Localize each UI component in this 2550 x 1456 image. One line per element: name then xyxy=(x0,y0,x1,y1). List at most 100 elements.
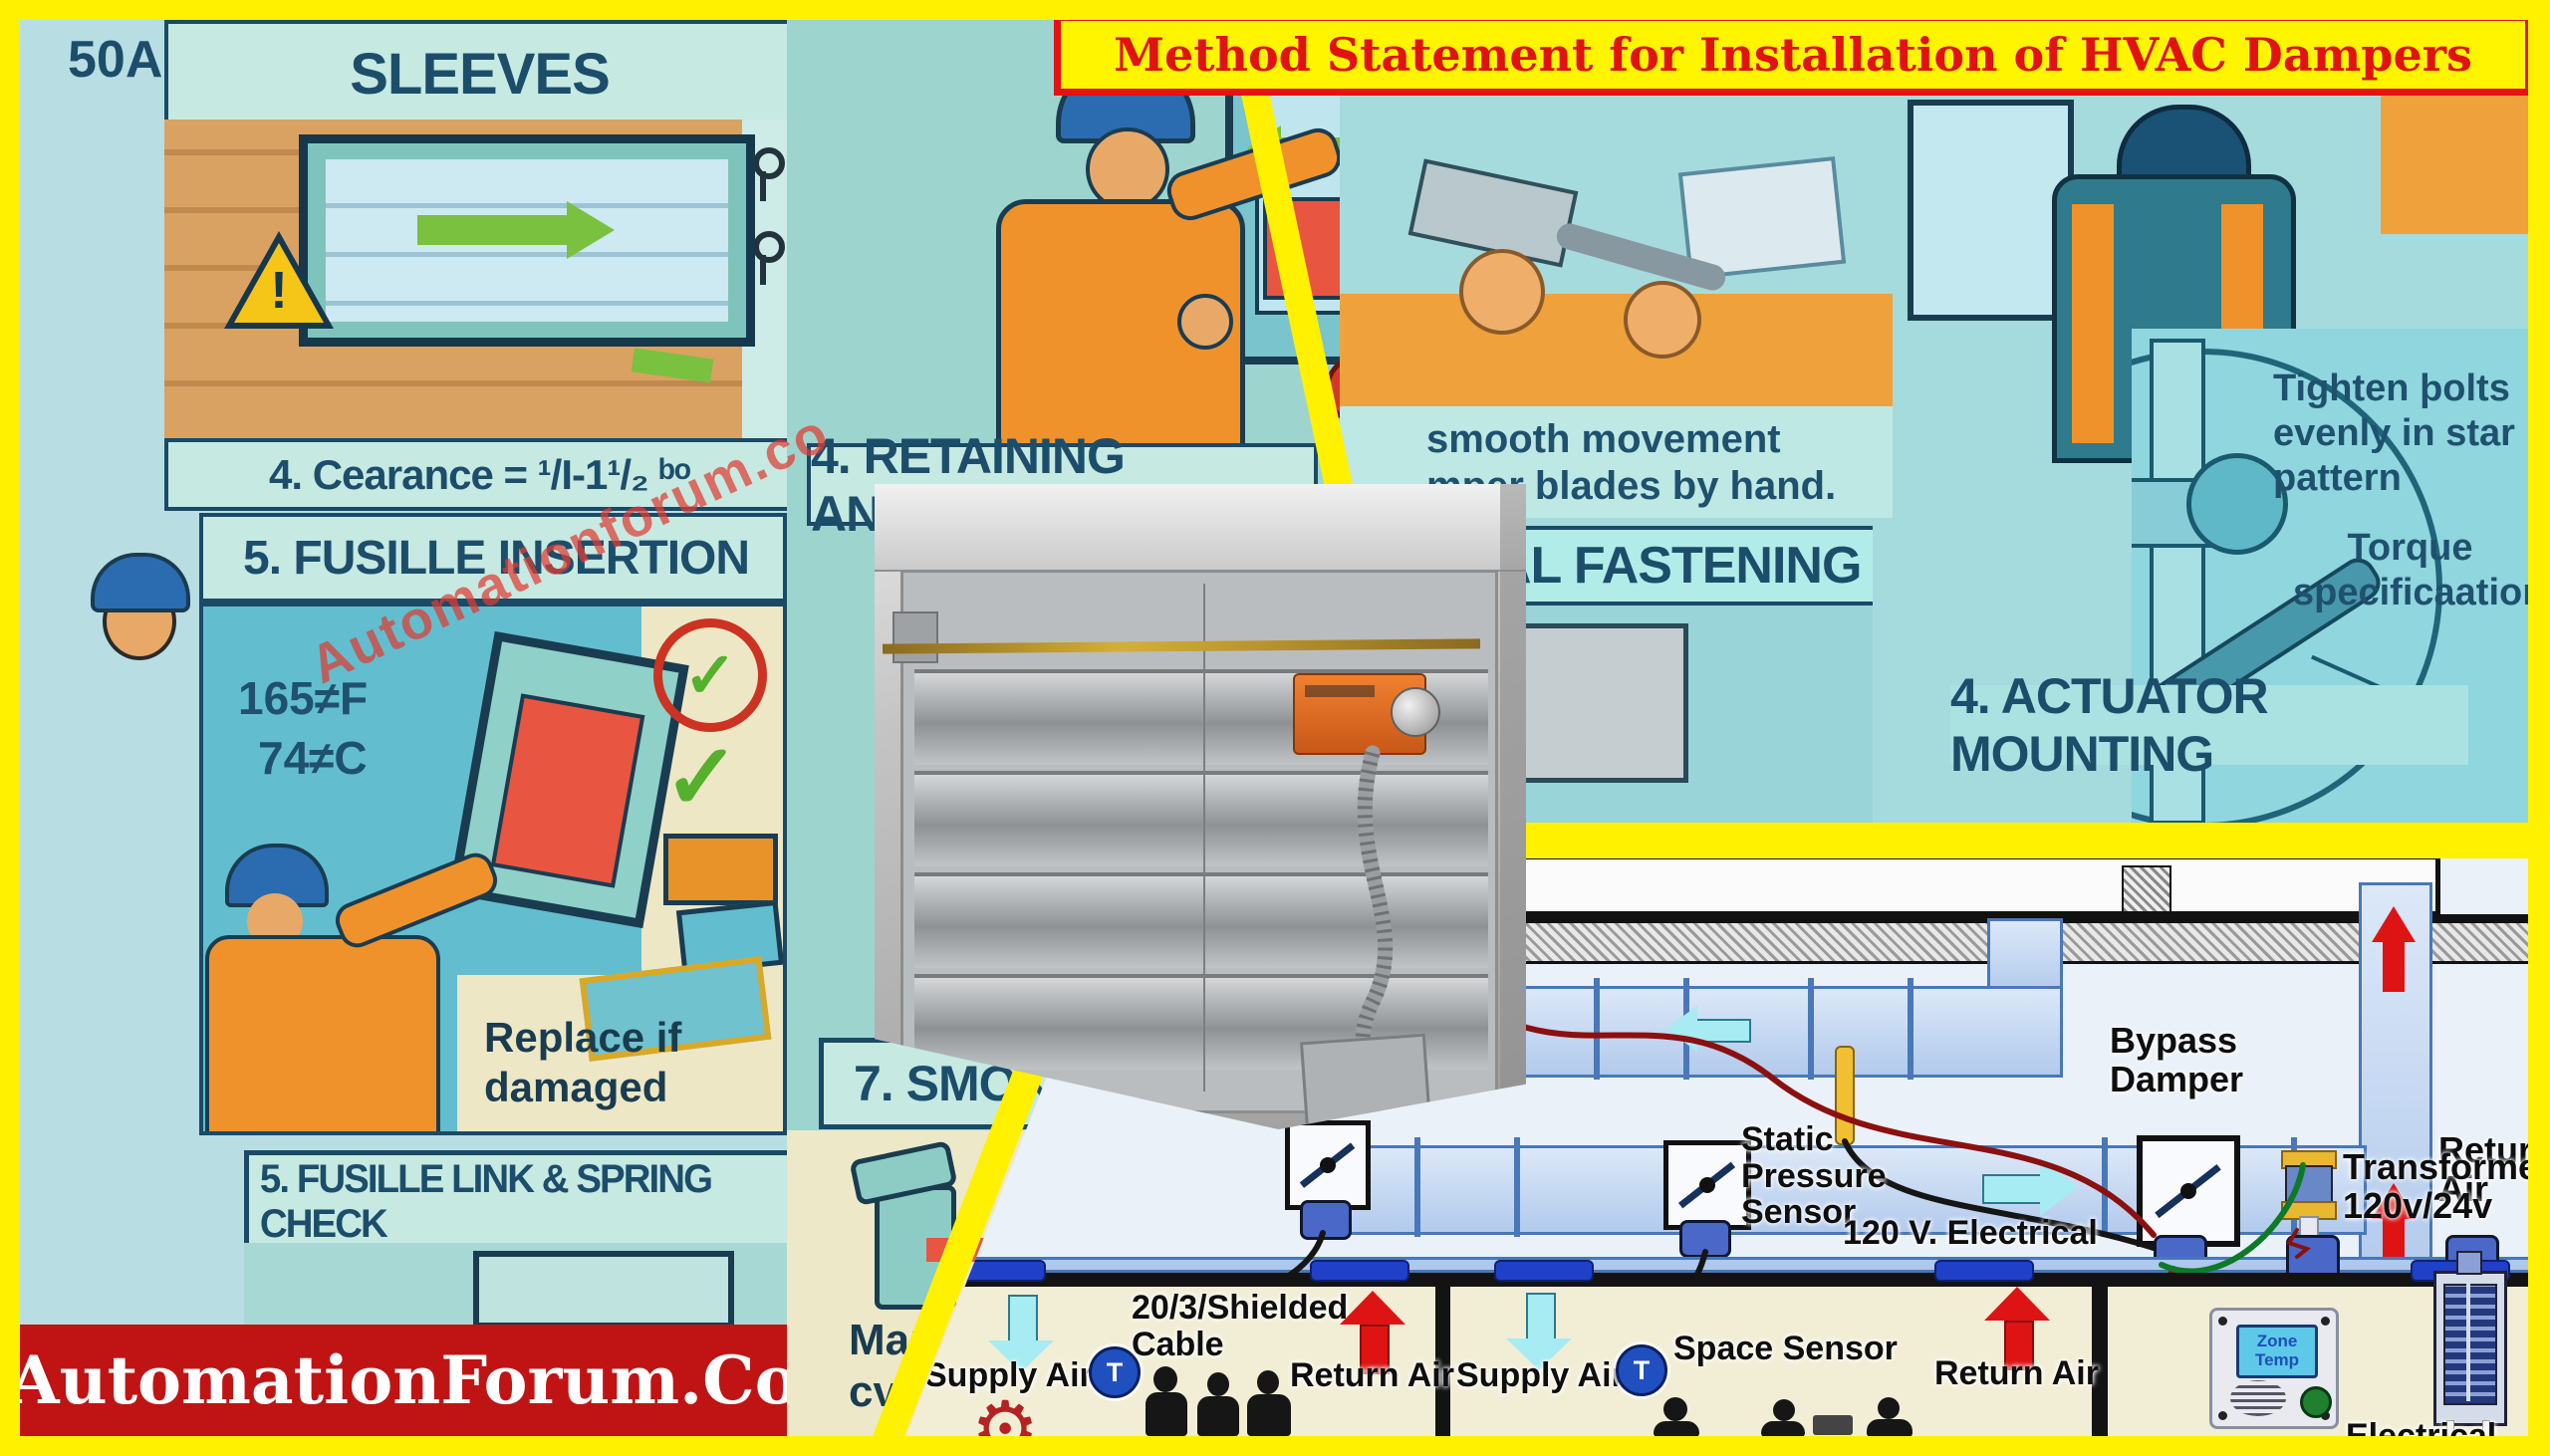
fastening-header: AL FASTENING xyxy=(1494,537,1862,595)
person-body xyxy=(1197,1396,1239,1436)
thermostat-sensor-t: T xyxy=(1089,1346,1141,1398)
frame-bottom xyxy=(0,1436,2550,1456)
room-divider-wall xyxy=(2092,1273,2108,1436)
fusille-link-header-band: 5. FUSILLE LINK & SPRING CHECK xyxy=(244,1150,797,1253)
red-wire xyxy=(1436,969,2157,1238)
flange-tick xyxy=(1594,978,1600,1080)
damper-product-photo xyxy=(875,484,1526,1129)
ceiling-line xyxy=(906,914,2530,920)
person-body xyxy=(1654,1421,1699,1436)
arrow-shaft xyxy=(2383,942,2405,992)
fastening-illustration xyxy=(1482,606,1873,827)
jackshaft-bracket xyxy=(892,611,938,663)
ceiling-wall-bar xyxy=(906,1273,2530,1287)
arrow-head xyxy=(2372,906,2416,942)
zone-thermostat: Zone Temp xyxy=(2209,1308,2339,1429)
flange-tick xyxy=(2102,1137,2108,1237)
frame-top xyxy=(0,0,2550,20)
sensor-t-letter: T xyxy=(1633,1354,1651,1385)
panel-center-seam xyxy=(1203,584,1205,1092)
arrow-shaft xyxy=(2004,1321,2034,1370)
actuator-header-band: 4. ACTUATOR MOUNTING xyxy=(1950,668,2468,782)
person-head xyxy=(1663,1397,1687,1421)
return-up-arrow-icon xyxy=(2372,1183,2416,1271)
left-flow-arrow-icon xyxy=(1665,1006,1751,1052)
brand-name: AutomationForum.Co xyxy=(8,1341,799,1419)
hook-icon xyxy=(760,255,766,285)
electrical-partial-label: Electrical xyxy=(2346,1417,2497,1436)
actuator-header: 4. ACTUATOR MOUNTING xyxy=(1950,668,2269,782)
ahu-filter xyxy=(2122,865,2171,913)
frame-right xyxy=(2528,0,2550,1456)
check-icon: ✓ xyxy=(683,638,737,711)
actuator-knob xyxy=(1391,687,1440,737)
return-air-duct-label: Return Air xyxy=(2438,1129,2530,1209)
thermostat-screen: Zone Temp xyxy=(2236,1325,2318,1378)
damper-blade-strip xyxy=(914,771,1488,866)
actuator-label-strip xyxy=(1305,685,1375,697)
shielded-cable-label: 20/3/Shielded Cable xyxy=(1132,1289,1349,1363)
sleeves-illustration: ! xyxy=(164,120,787,438)
person-head xyxy=(1153,1366,1177,1392)
return-up-arrow-icon xyxy=(1340,1291,1405,1374)
spring-check-strip xyxy=(244,1243,787,1329)
green-button xyxy=(2300,1386,2332,1418)
screw-dot xyxy=(2321,1317,2330,1326)
space-sensor-label: Space Sensor xyxy=(1673,1330,1898,1367)
room2-return-label: Return Air xyxy=(1934,1354,2099,1392)
supply-down-arrow-icon xyxy=(1506,1293,1572,1372)
fusille-illustration: 165≠F 74≠C ✓ ✓ Replace if damaged xyxy=(199,603,787,1135)
clearance-caption: 4. Cearance = ¹/Ɩ-1¹/₂ ᵇᵒ xyxy=(269,450,691,498)
title-banner: Method Statement for Installation of HVA… xyxy=(1054,14,2532,96)
person-head xyxy=(1207,1372,1229,1396)
brand-banner: AutomationForum.Co xyxy=(8,1325,799,1436)
laptop-shape xyxy=(1813,1415,1853,1435)
arrow-shaft xyxy=(1982,1174,2042,1204)
return-register xyxy=(1934,1260,2034,1282)
temp-fahrenheit: 165≠F xyxy=(238,672,369,724)
pointing-hand xyxy=(1177,294,1233,350)
sleeves-header-label: SLEEVES xyxy=(350,41,611,107)
photo-right-shade xyxy=(1500,484,1526,1129)
hook-icon xyxy=(753,147,785,179)
damper-pivot xyxy=(2180,1183,2196,1199)
damper-actuator-1 xyxy=(1300,1200,1352,1240)
fusille-header-label: 5. FUSILLE INSERTION xyxy=(243,531,750,585)
screw-dot xyxy=(2321,1411,2330,1420)
transformer-label: Transformer 120v/24v xyxy=(2343,1146,2530,1226)
clearance-caption-bar: 4. Cearance = ¹/Ɩ-1¹/₂ ᵇᵒ xyxy=(164,438,795,511)
green-wire xyxy=(2159,1162,2306,1275)
people-silhouette-group xyxy=(1146,1366,1295,1436)
red-wire xyxy=(2285,1228,2312,1259)
space-sensor-t: T xyxy=(1616,1344,1667,1396)
worker-vest xyxy=(205,935,440,1131)
riser-duct xyxy=(1987,918,2063,996)
sleeve-opening xyxy=(299,134,755,347)
return-register xyxy=(1310,1260,1409,1282)
installer-hardhat-icon xyxy=(2117,105,2251,184)
breaker-feed-stub xyxy=(2456,1251,2482,1275)
flange-tick xyxy=(1908,978,1913,1080)
wall-damper-lightblue xyxy=(1908,100,2074,321)
worker-head-icon xyxy=(85,553,190,662)
hook-icon xyxy=(753,231,785,263)
speaker-grille-icon xyxy=(2230,1380,2286,1416)
sensor-t-letter: T xyxy=(1106,1356,1124,1387)
person-body xyxy=(1867,1419,1912,1436)
orange-duct-piece xyxy=(663,834,778,905)
room1-supply-label: Supply Air xyxy=(924,1356,1093,1394)
actuator-unit xyxy=(1293,673,1426,755)
black-wire xyxy=(1842,1138,2157,1251)
flange-tick xyxy=(1414,1137,1420,1237)
sleeves-panel-header: SLEEVES xyxy=(164,20,795,127)
bypass-damper-label: Bypass Damper xyxy=(2110,1020,2244,1099)
arrow-shaft xyxy=(1695,1019,1751,1043)
return-up-arrow-icon xyxy=(2372,906,2416,994)
hook-icon xyxy=(760,171,766,201)
fusille-link-header: 5. FUSILLE LINK & SPRING CHECK xyxy=(259,1156,713,1246)
page-title: Method Statement for Installation of HVA… xyxy=(1114,28,2472,82)
people-silhouette-group xyxy=(1654,1397,1932,1436)
fusille-panel-header: 5. FUSILLE INSERTION xyxy=(199,513,787,603)
room-divider-wall xyxy=(1435,1273,1450,1436)
